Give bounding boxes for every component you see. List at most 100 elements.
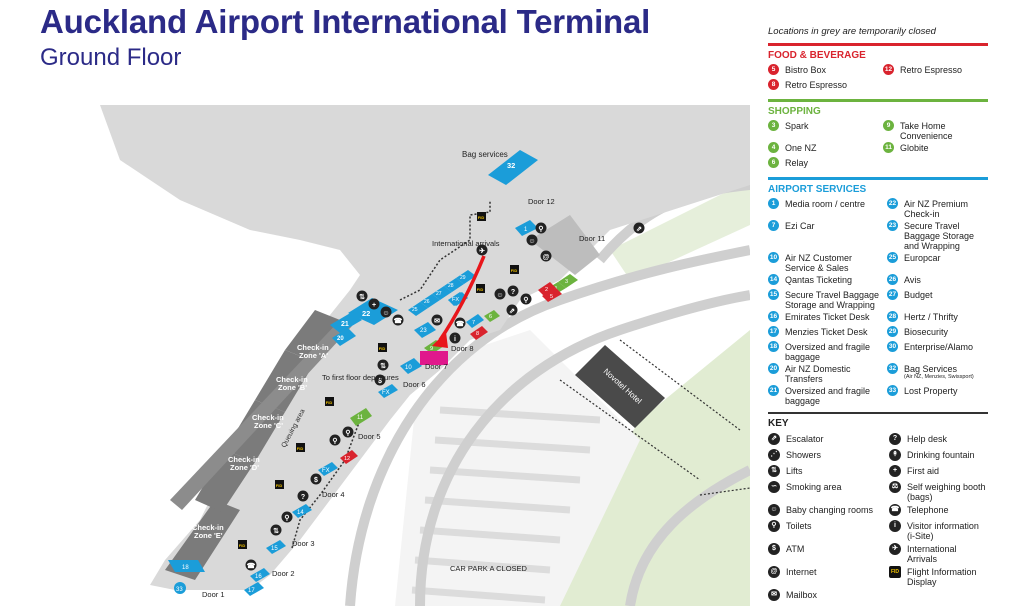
globite-marker[interactable] [350, 408, 372, 426]
novotel-hotel: Novotel Hotel [575, 345, 665, 428]
key-item-atm: $ATM [768, 543, 885, 564]
page-title: Auckland Airport International Terminal [40, 3, 651, 40]
legend-num: 23 [887, 220, 898, 231]
emirates-marker[interactable] [250, 568, 270, 582]
marker-16: 16 [255, 574, 262, 580]
key-label: Mailbox [786, 590, 818, 600]
marker-14: 14 [297, 510, 304, 516]
forex-marker-1[interactable] [378, 384, 398, 398]
svg-text:$: $ [378, 378, 382, 385]
forex-marker-3[interactable] [318, 462, 338, 476]
oversized-baggage-marker-21[interactable] [330, 312, 362, 333]
menzies-marker[interactable] [244, 582, 264, 596]
domestic-transfers-marker-20[interactable] [332, 328, 356, 346]
svg-text:27: 27 [436, 291, 442, 297]
bag-services-marker[interactable] [488, 150, 538, 185]
marker-3: 3 [565, 279, 568, 285]
customer-service-marker[interactable] [400, 358, 422, 374]
retro-espresso-marker-8[interactable] [470, 326, 488, 340]
secure-baggage-marker-23[interactable] [414, 322, 436, 338]
key-label: Drinking fountain [907, 450, 975, 460]
key-item-showers: ⋰Showers [768, 449, 885, 463]
help-desk-icon: ? [889, 433, 901, 445]
door-7-highlight[interactable] [420, 351, 448, 365]
svg-text:⚲: ⚲ [284, 514, 289, 522]
spark-marker[interactable] [558, 274, 578, 288]
key-title: KEY [768, 418, 789, 429]
svg-text:☺: ☺ [528, 238, 535, 245]
key-label: Self weighing booth (bags) [907, 482, 986, 502]
legend-label: Enterprise/Alamo [904, 342, 974, 352]
key-item-self-weighing: ⚖ Self weighing booth (bags) [889, 481, 988, 502]
marker-22: 22 [362, 309, 370, 318]
svg-text:25: 25 [412, 307, 418, 313]
marker-17: 17 [248, 588, 255, 594]
self-weighing-booth-icon: ⚖ [889, 481, 901, 493]
lost-property-marker[interactable] [174, 582, 186, 594]
ezi-car-marker[interactable] [466, 314, 484, 328]
key-item-first-aid: +First aid [889, 465, 988, 479]
visitor-information-icon: i [889, 520, 901, 532]
svg-text:⇅: ⇅ [273, 527, 279, 535]
services-section-title: AIRPORT SERVICES [768, 184, 867, 195]
svg-text:⇗: ⇗ [636, 226, 642, 233]
svg-text:FID: FID [511, 268, 518, 273]
rental-markers[interactable]: 25 26 27 28 29 30 [408, 270, 476, 316]
legend-label: Spark [785, 121, 809, 131]
relay-marker[interactable] [484, 310, 500, 322]
legend-label: Emirates Ticket Desk [785, 312, 870, 322]
legend-label: One NZ [785, 143, 817, 153]
door-2-label: Door 2 [272, 569, 295, 578]
key-item-drinking-fountain: ↟Drinking fountain [889, 449, 988, 463]
bistro-box-marker[interactable] [542, 288, 562, 302]
qantas-marker[interactable] [292, 504, 312, 518]
oversized-baggage-marker-18[interactable] [168, 560, 205, 572]
secure-baggage-marker-15[interactable] [266, 540, 286, 554]
legend-num: 30 [887, 341, 898, 352]
red-marker-2[interactable] [538, 282, 556, 296]
legend-num: 28 [887, 311, 898, 322]
door-3-label: Door 3 [292, 539, 315, 548]
media-room-marker[interactable] [515, 220, 538, 236]
legend-label: Budget [904, 290, 933, 300]
forex-marker-2[interactable] [448, 292, 468, 306]
bag-services-label: Bag services [462, 150, 508, 159]
marker-18: 18 [182, 565, 189, 571]
door-4-label: Door 4 [322, 490, 345, 499]
legend-label: Secure Travel Baggage Storage and Wrappi… [785, 290, 880, 310]
services-divider [768, 177, 988, 180]
door-12-label: Door 12 [528, 197, 555, 206]
international-arrivals-label: International arrivals [432, 239, 500, 248]
key-item-toilets: ⚲Toilets [768, 520, 885, 541]
legend-item-enterprise: 30 Enterprise/Alamo [887, 341, 988, 362]
key-item-escalator: ⇗Escalator [768, 433, 885, 447]
retro-espresso-marker-12[interactable] [340, 450, 358, 464]
svg-text:i: i [454, 336, 456, 343]
legend-num: 7 [768, 220, 779, 231]
baby-changing-icon: ☺ [768, 504, 780, 516]
premium-checkin-marker[interactable] [348, 298, 398, 325]
svg-text:⚲: ⚲ [345, 429, 350, 437]
marker-9: 9 [430, 346, 433, 352]
svg-text:✈: ✈ [479, 247, 485, 255]
legend-label: Bag Services(Air NZ, Menzies, Swissport) [904, 364, 988, 381]
legend-label: Relay [785, 158, 809, 168]
legend-num: 33 [887, 385, 898, 396]
key-list: ⇗Escalator ?Help desk ⋰Showers ↟Drinking… [768, 433, 988, 603]
fid-icons: FID FID FID FID FID FID FID FID [238, 212, 519, 549]
legend-panel: Locations in grey are temporarily closed… [768, 26, 988, 603]
key-label: First aid [907, 466, 940, 476]
